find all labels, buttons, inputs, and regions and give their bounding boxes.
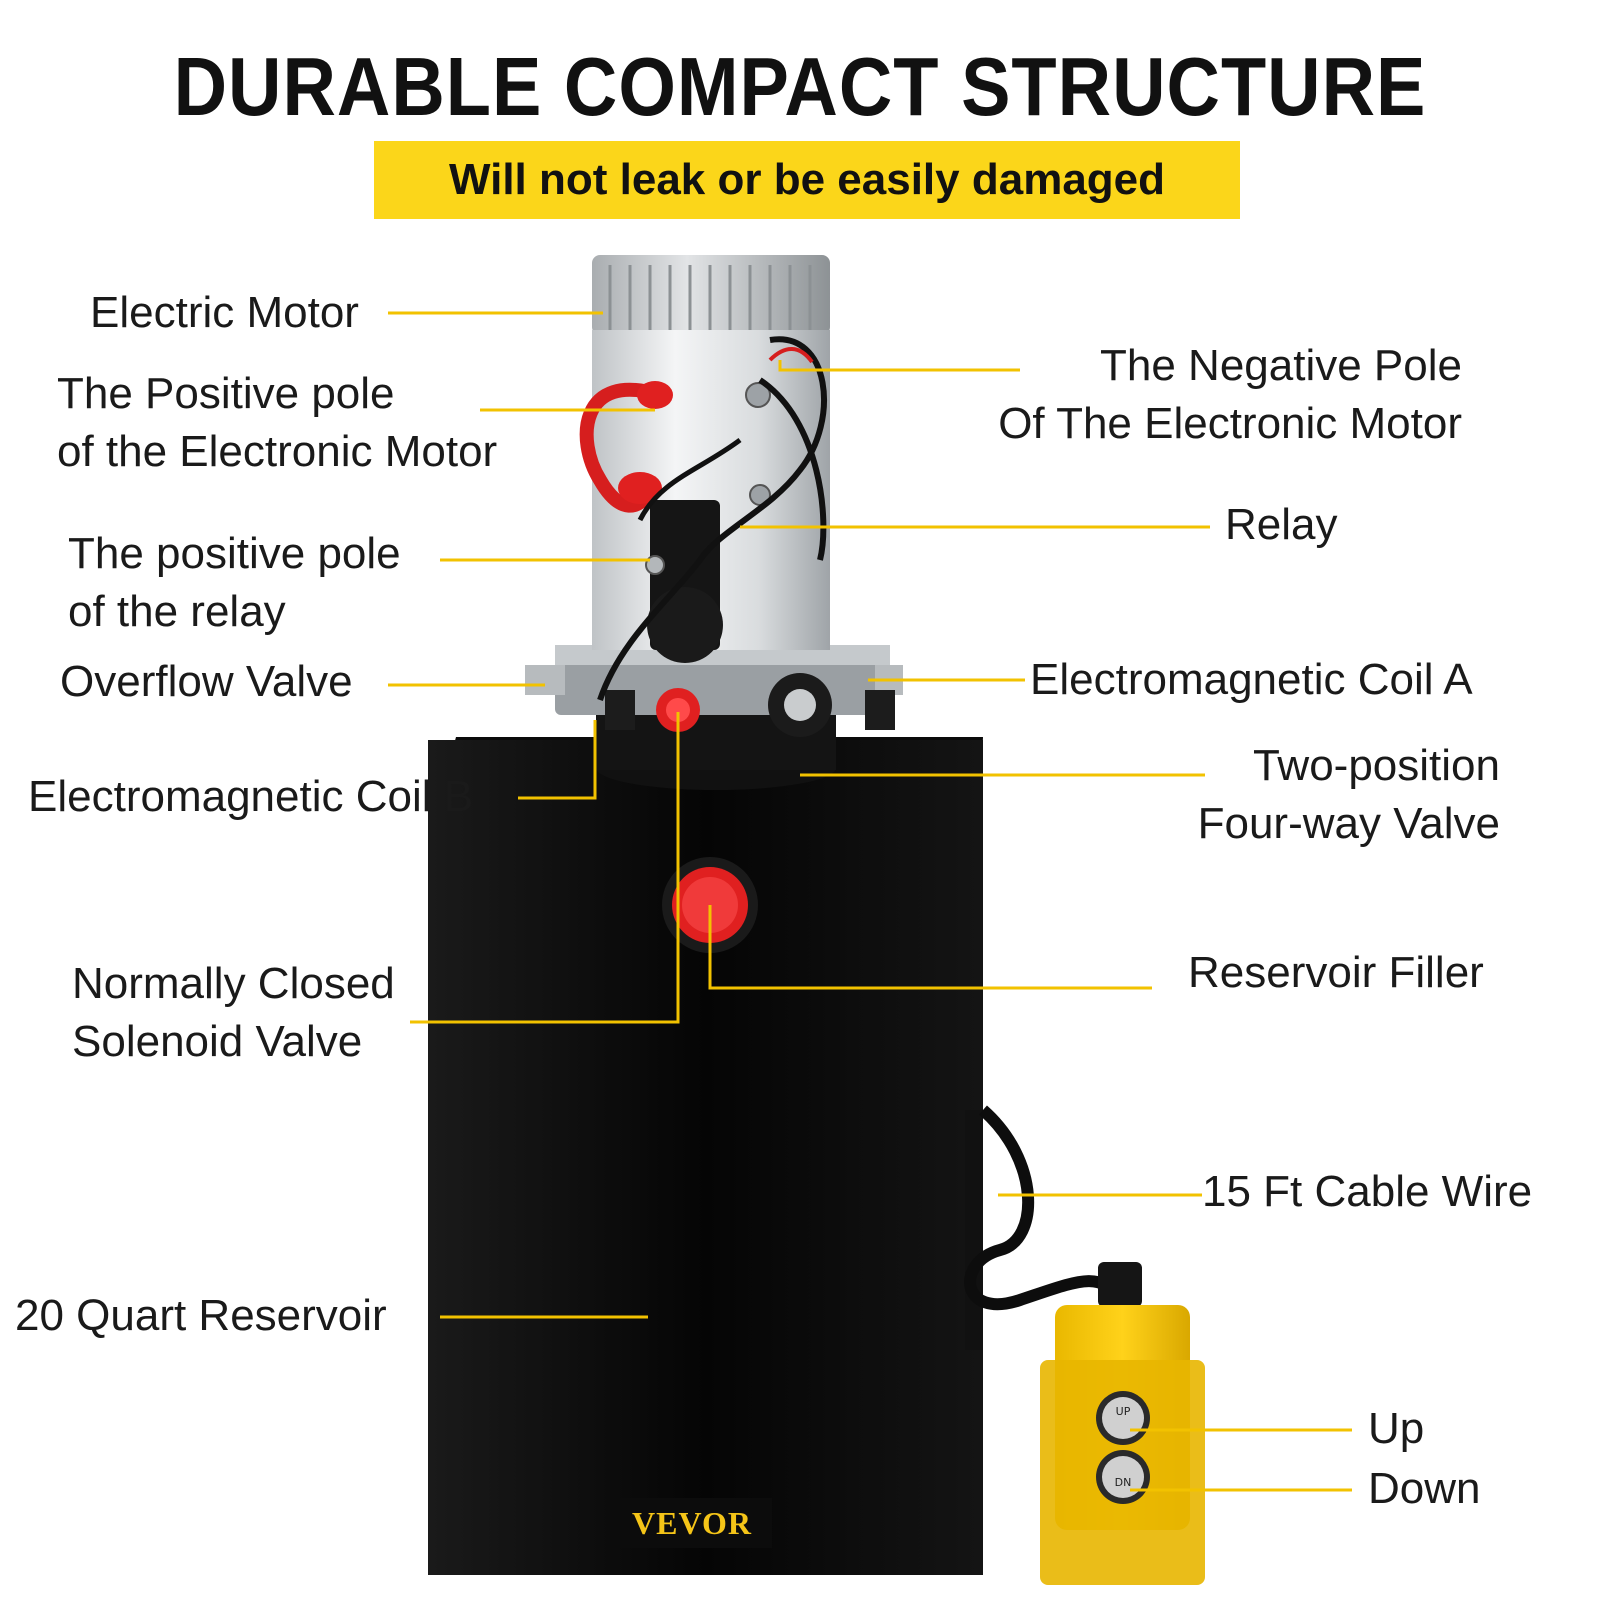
label-cable-wire: 15 Ft Cable Wire <box>1202 1167 1533 1216</box>
vevor-logo: VEVOR <box>612 1498 772 1548</box>
up-button-text: UP <box>1116 1405 1131 1418</box>
leader-solenoid-valve <box>410 712 680 1024</box>
cable-wire-path <box>964 1105 1125 1311</box>
subtitle-text: Will not leak or be easily damaged <box>448 155 1166 204</box>
label-negative-pole: The Negative Pole Of The Electronic Moto… <box>998 341 1462 448</box>
label-electric-motor: Electric Motor <box>90 288 359 337</box>
label-positive-pole-motor: The Positive pole of the Electronic Moto… <box>57 369 498 476</box>
terminal-wiring <box>579 336 827 701</box>
tank-side-bracket <box>965 1110 983 1350</box>
label-solenoid-valve: Normally Closed Solenoid Valve <box>72 959 395 1066</box>
label-four-way-valve: Two-position Four-way Valve <box>1197 741 1500 848</box>
pendant-controller <box>1040 1262 1205 1585</box>
label-overflow-valve: Overflow Valve <box>60 657 353 706</box>
label-reservoir-filler: Reservoir Filler <box>1188 948 1484 997</box>
motor-fins <box>608 265 812 330</box>
leader-coil-b <box>518 720 597 800</box>
label-up: Up <box>1368 1404 1425 1453</box>
label-relay: Relay <box>1225 500 1338 549</box>
leader-negative-pole <box>778 360 1020 372</box>
label-reservoir: 20 Quart Reservoir <box>15 1291 387 1340</box>
label-down: Down <box>1368 1464 1481 1513</box>
page-title: DURABLE COMPACT STRUCTURE <box>173 40 1427 133</box>
valve-block <box>525 645 903 790</box>
subtitle-banner: Will not leak or be easily damaged <box>374 141 1240 219</box>
label-coil-b: Electromagnetic Coil B <box>28 772 474 821</box>
label-positive-pole-relay: The positive pole of the relay <box>68 529 401 636</box>
label-coil-a: Electromagnetic Coil A <box>1030 655 1473 704</box>
leader-reservoir-filler <box>708 905 1152 990</box>
leader-lines <box>388 311 1352 1492</box>
down-button-text: DN <box>1115 1476 1132 1489</box>
